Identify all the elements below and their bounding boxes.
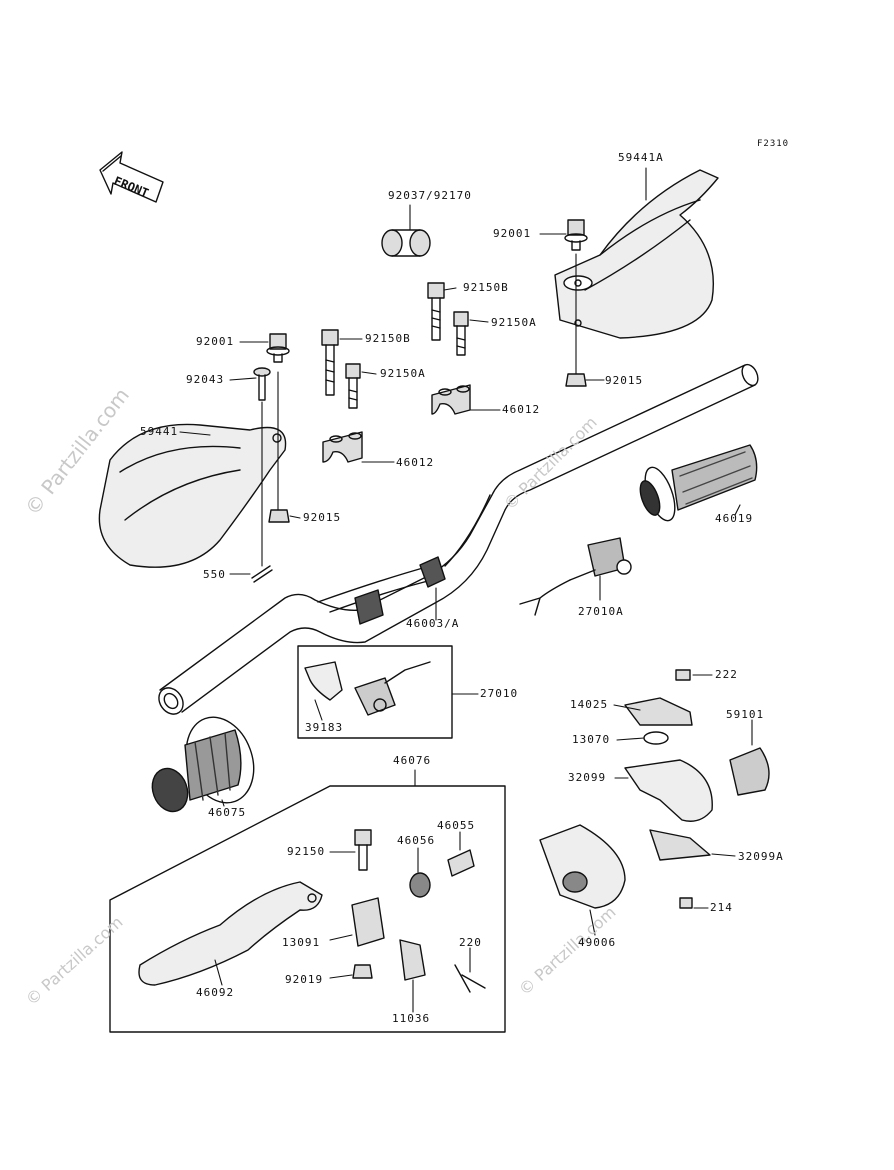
throttle-parts — [539, 669, 770, 909]
part-label-14025[interactable]: 14025 — [570, 698, 609, 711]
part-label-46003-A[interactable]: 46003/A — [406, 617, 460, 630]
bolt-92150A-right — [453, 311, 469, 356]
part-label-92150[interactable]: 92150 — [287, 845, 326, 858]
left-grip — [151, 716, 255, 813]
part-label-11036[interactable]: 11036 — [392, 1012, 431, 1025]
part-label-92019[interactable]: 92019 — [285, 973, 324, 986]
front-arrow-icon: FRONT — [99, 151, 164, 203]
part-label-92043[interactable]: 92043 — [186, 373, 225, 386]
part-label-13070[interactable]: 13070 — [572, 733, 611, 746]
kill-switch-27010A — [519, 537, 632, 616]
clamp-upper — [431, 384, 471, 415]
part-label-46076[interactable]: 46076 — [393, 754, 432, 767]
inset-box-27010 — [297, 645, 453, 739]
part-label-92001-left[interactable]: 92001 — [196, 335, 235, 348]
part-label-92015-left[interactable]: 92015 — [303, 511, 342, 524]
part-label-39183[interactable]: 39183 — [305, 721, 344, 734]
part-label-220[interactable]: 220 — [459, 936, 482, 949]
bolt-92150A-left — [345, 363, 361, 409]
part-label-92150A-right[interactable]: 92150A — [491, 316, 537, 329]
nut-92015-right — [565, 373, 587, 387]
part-label-13091[interactable]: 13091 — [282, 936, 321, 949]
part-label-32099A[interactable]: 32099A — [738, 850, 784, 863]
bolt-92150B-right — [427, 282, 445, 341]
part-label-27010[interactable]: 27010 — [480, 687, 519, 700]
part-label-214[interactable]: 214 — [710, 901, 733, 914]
right-grip — [639, 444, 758, 522]
hand-guard-left — [98, 423, 287, 568]
clutch-lever — [138, 881, 323, 986]
part-label-59441A[interactable]: 59441A — [618, 151, 664, 164]
part-label-92015-right[interactable]: 92015 — [605, 374, 644, 387]
bolt-92001-right — [564, 219, 588, 251]
part-label-46056[interactable]: 46056 — [397, 834, 436, 847]
hand-guard-right — [554, 169, 719, 339]
part-label-92150A-left[interactable]: 92150A — [380, 367, 426, 380]
part-label-46092[interactable]: 46092 — [196, 986, 235, 999]
switch-27010 — [304, 661, 431, 716]
part-label-92001-right[interactable]: 92001 — [493, 227, 532, 240]
part-label-92150B-right[interactable]: 92150B — [463, 281, 509, 294]
bolt-92001-left — [266, 333, 290, 363]
inset-box-46076 — [109, 785, 506, 1033]
leader-lines — [179, 167, 753, 1013]
cotter-pin-550 — [251, 565, 273, 583]
clamp-92037 — [381, 229, 431, 257]
part-label-46075[interactable]: 46075 — [208, 806, 247, 819]
part-label-27010A[interactable]: 27010A — [578, 605, 624, 618]
figure-code: F2310 — [757, 139, 790, 149]
part-label-46055[interactable]: 46055 — [437, 819, 476, 832]
part-label-92150B-left[interactable]: 92150B — [365, 332, 411, 345]
part-label-32099[interactable]: 32099 — [568, 771, 607, 784]
nut-92015-left — [268, 509, 290, 523]
clamp-lower — [322, 431, 363, 463]
lever-bracket — [351, 829, 486, 993]
part-label-222[interactable]: 222 — [715, 668, 738, 681]
handlebar — [158, 363, 759, 715]
part-label-92037-92170[interactable]: 92037/92170 — [388, 189, 472, 202]
part-label-46012-upper[interactable]: 46012 — [502, 403, 541, 416]
part-label-59441[interactable]: 59441 — [140, 425, 179, 438]
pin-92043 — [253, 367, 271, 401]
part-label-550[interactable]: 550 — [203, 568, 226, 581]
part-label-46019[interactable]: 46019 — [715, 512, 754, 525]
part-label-46012-lower[interactable]: 46012 — [396, 456, 435, 469]
part-label-59101[interactable]: 59101 — [726, 708, 765, 721]
bolt-92150B-left — [321, 329, 339, 396]
part-label-49006[interactable]: 49006 — [578, 936, 617, 949]
